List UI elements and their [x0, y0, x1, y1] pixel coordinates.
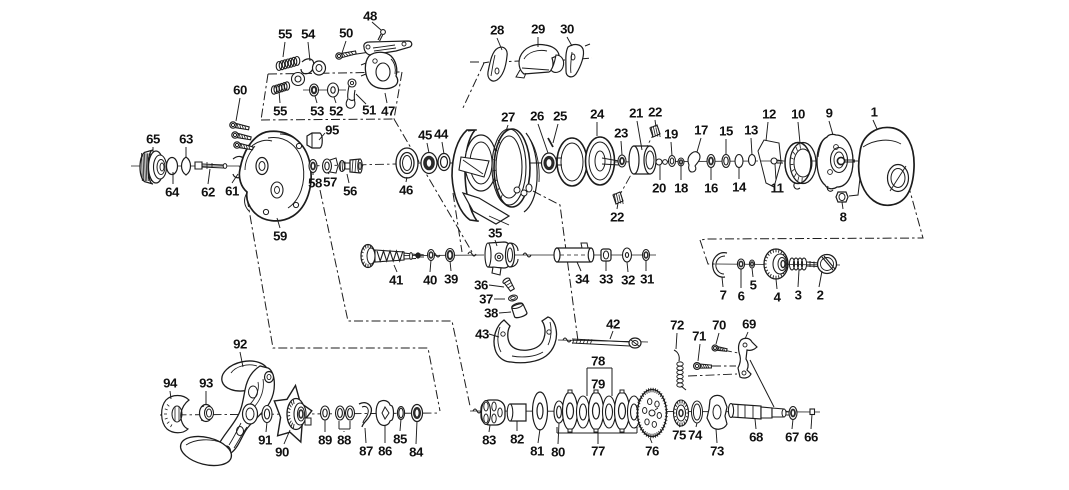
svg-text:33: 33 — [599, 272, 613, 287]
svg-text:79: 79 — [591, 377, 605, 392]
svg-text:45: 45 — [418, 128, 432, 143]
svg-text:6: 6 — [738, 289, 745, 304]
svg-text:21: 21 — [629, 106, 643, 121]
svg-text:40: 40 — [423, 273, 437, 288]
svg-text:4: 4 — [774, 290, 782, 305]
svg-text:13: 13 — [744, 123, 758, 138]
svg-text:77: 77 — [591, 444, 605, 459]
svg-text:31: 31 — [640, 272, 654, 287]
svg-text:22: 22 — [610, 210, 624, 225]
svg-text:26: 26 — [530, 109, 544, 124]
svg-text:16: 16 — [704, 181, 718, 196]
svg-text:32: 32 — [621, 273, 635, 288]
svg-text:46: 46 — [399, 183, 413, 198]
svg-text:82: 82 — [510, 432, 524, 447]
svg-text:39: 39 — [444, 272, 458, 287]
svg-text:59: 59 — [273, 229, 287, 244]
svg-text:19: 19 — [664, 127, 678, 142]
svg-text:83: 83 — [482, 433, 496, 448]
svg-text:63: 63 — [179, 132, 193, 147]
svg-text:27: 27 — [501, 110, 515, 125]
svg-text:17: 17 — [694, 123, 708, 138]
svg-text:47: 47 — [381, 104, 395, 119]
svg-text:20: 20 — [652, 181, 666, 196]
svg-text:92: 92 — [233, 337, 247, 352]
svg-text:52: 52 — [329, 104, 343, 119]
svg-text:23: 23 — [614, 126, 628, 141]
svg-text:87: 87 — [359, 444, 373, 459]
svg-text:36: 36 — [474, 278, 488, 293]
svg-text:8: 8 — [840, 210, 847, 225]
svg-text:22: 22 — [648, 105, 662, 120]
svg-text:86: 86 — [378, 444, 392, 459]
svg-text:67: 67 — [785, 430, 799, 445]
svg-text:14: 14 — [732, 180, 747, 195]
svg-text:94: 94 — [163, 376, 178, 391]
svg-text:71: 71 — [692, 329, 706, 344]
svg-text:89: 89 — [318, 433, 332, 448]
svg-text:34: 34 — [575, 272, 590, 287]
svg-text:84: 84 — [409, 445, 424, 460]
svg-text:74: 74 — [688, 428, 703, 443]
svg-text:29: 29 — [531, 22, 545, 37]
svg-text:15: 15 — [719, 124, 733, 139]
svg-text:43: 43 — [475, 327, 489, 342]
svg-text:10: 10 — [791, 107, 805, 122]
svg-text:75: 75 — [672, 428, 686, 443]
svg-text:2: 2 — [817, 288, 824, 303]
svg-text:9: 9 — [826, 106, 833, 121]
svg-text:93: 93 — [199, 376, 213, 391]
svg-text:37: 37 — [479, 292, 493, 307]
svg-text:85: 85 — [393, 432, 407, 447]
svg-text:65: 65 — [146, 132, 160, 147]
svg-text:69: 69 — [742, 317, 756, 332]
svg-text:44: 44 — [434, 127, 449, 142]
svg-text:91: 91 — [258, 433, 272, 448]
svg-text:35: 35 — [488, 226, 502, 241]
svg-text:90: 90 — [275, 445, 289, 460]
svg-text:61: 61 — [225, 184, 239, 199]
svg-text:76: 76 — [645, 444, 659, 459]
svg-text:38: 38 — [484, 306, 498, 321]
svg-text:50: 50 — [339, 26, 353, 41]
svg-text:60: 60 — [233, 83, 247, 98]
svg-text:1: 1 — [871, 105, 878, 120]
svg-text:3: 3 — [795, 288, 802, 303]
svg-text:54: 54 — [301, 27, 316, 42]
svg-text:48: 48 — [363, 9, 377, 24]
svg-text:51: 51 — [362, 103, 376, 118]
svg-text:64: 64 — [165, 185, 180, 200]
svg-text:80: 80 — [551, 445, 565, 460]
svg-text:73: 73 — [710, 444, 724, 459]
svg-text:88: 88 — [337, 433, 351, 448]
svg-text:42: 42 — [606, 317, 620, 332]
svg-text:11: 11 — [771, 181, 784, 196]
svg-text:95: 95 — [325, 123, 339, 138]
svg-text:58: 58 — [308, 176, 322, 191]
svg-text:78: 78 — [591, 354, 605, 369]
svg-text:70: 70 — [712, 318, 726, 333]
svg-text:72: 72 — [670, 318, 684, 333]
svg-text:28: 28 — [490, 23, 504, 38]
svg-text:7: 7 — [720, 288, 727, 303]
svg-text:55: 55 — [273, 104, 287, 119]
svg-text:81: 81 — [530, 444, 544, 459]
svg-text:68: 68 — [749, 430, 763, 445]
svg-text:18: 18 — [674, 181, 688, 196]
svg-text:56: 56 — [343, 184, 357, 199]
svg-text:12: 12 — [762, 107, 776, 122]
svg-text:24: 24 — [590, 107, 605, 122]
svg-text:5: 5 — [750, 278, 757, 293]
svg-text:30: 30 — [560, 22, 574, 37]
svg-text:41: 41 — [389, 273, 403, 288]
svg-text:55: 55 — [278, 27, 292, 42]
svg-text:66: 66 — [804, 430, 818, 445]
svg-text:62: 62 — [201, 185, 215, 200]
svg-text:25: 25 — [553, 109, 567, 124]
svg-text:57: 57 — [323, 175, 337, 190]
svg-text:53: 53 — [310, 104, 324, 119]
